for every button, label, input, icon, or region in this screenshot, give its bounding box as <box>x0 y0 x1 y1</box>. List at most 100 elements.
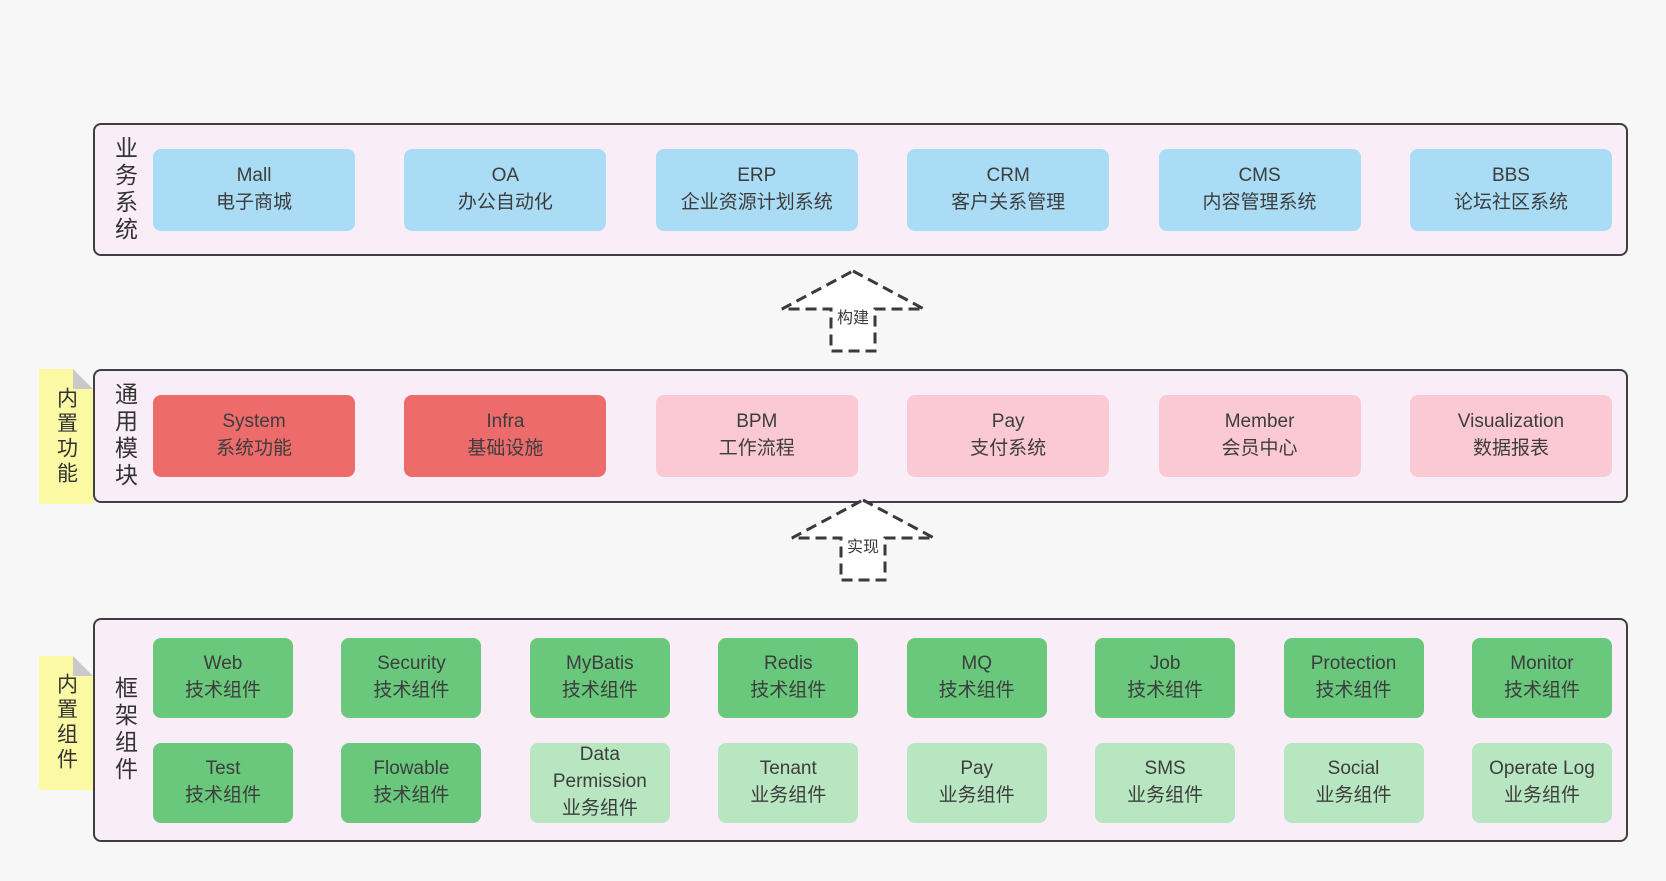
box-mq: MQ 技术组件 <box>906 637 1047 718</box>
arrow-build-label: 构建 <box>833 304 873 328</box>
box-sub: 基础设施 <box>467 438 544 459</box>
box-name: Flowable <box>373 757 450 779</box>
box-bbs: BBS 论坛社区系统 <box>1409 148 1612 231</box>
box-name: Job <box>1149 652 1181 674</box>
box-sub: 电子商城 <box>215 191 292 213</box>
business-systems-panel: 业务系统 Mall 电子商城 OA 办公自动化 ERP 企业资源计划系统 CRM… <box>93 123 1628 256</box>
box-oa: OA 办公自动化 <box>404 148 607 231</box>
box-erp: ERP 企业资源计划系统 <box>655 148 858 231</box>
component-row-1: Web 技术组件 Security 技术组件 MyBatis 技术组件 Redi… <box>153 637 1612 718</box>
box-sub: 会员中心 <box>1221 438 1298 459</box>
box-name: Security <box>377 652 446 674</box>
box-sub: 业务组件 <box>938 784 1015 806</box>
box-flowable: Flowable 技术组件 <box>341 742 482 823</box>
panel-label-business: 业务系统 <box>111 135 138 244</box>
box-sub: 技术组件 <box>561 679 638 701</box>
box-name: Member <box>1224 411 1295 433</box>
box-name: Test <box>205 757 241 779</box>
box-social: Social 业务组件 <box>1283 742 1424 823</box>
box-name: Operate Log <box>1489 757 1595 779</box>
box-sub: 业务组件 <box>1315 784 1392 806</box>
box-protection: Protection 技术组件 <box>1283 637 1424 718</box>
sticky-note-builtin-features: 内置功能 <box>39 369 93 504</box>
box-name: Mall <box>236 164 272 186</box>
box-sub: 论坛社区系统 <box>1453 191 1568 213</box>
box-sub: 技术组件 <box>184 679 261 701</box>
module-boxes-row: System 系统功能 Infra 基础设施 BPM 工作流程 Pay 支付系统… <box>153 371 1626 501</box>
arrow-implement: 实现 <box>788 497 938 583</box>
box-pay-system: Pay 支付系统 <box>907 395 1110 477</box>
box-name: Social <box>1327 757 1380 779</box>
box-member: Member 会员中心 <box>1158 395 1361 477</box>
box-tenant: Tenant 业务组件 <box>718 742 859 823</box>
box-sms: SMS 业务组件 <box>1095 742 1236 823</box>
box-sub: 支付系统 <box>970 438 1047 459</box>
box-sub: 业务组件 <box>1127 784 1204 806</box>
box-cms: CMS 内容管理系统 <box>1158 148 1361 231</box>
box-name: Infra <box>486 411 525 433</box>
common-modules-panel: 通用模块 System 系统功能 Infra 基础设施 BPM 工作流程 Pay… <box>93 369 1628 503</box>
box-data-permission: Data Permission 业务组件 <box>529 742 670 823</box>
panel-label-components: 框架组件 <box>111 676 138 784</box>
box-operate-log: Operate Log 业务组件 <box>1471 742 1612 823</box>
box-sub: 技术组件 <box>750 679 827 701</box>
box-name: MyBatis <box>566 652 634 674</box>
box-name: BBS <box>1491 164 1530 186</box>
box-sub: 客户关系管理 <box>951 191 1066 213</box>
box-sub: 技术组件 <box>938 679 1015 701</box>
box-system: System 系统功能 <box>153 395 355 477</box>
box-name: CRM <box>986 164 1030 186</box>
box-name: Protection <box>1310 652 1397 674</box>
box-sub: 数据报表 <box>1472 438 1549 459</box>
box-sub: 技术组件 <box>184 784 261 806</box>
box-sub: 技术组件 <box>373 679 450 701</box>
box-sub: 业务组件 <box>561 797 638 819</box>
box-job: Job 技术组件 <box>1095 637 1236 718</box>
box-name: SMS <box>1144 757 1186 779</box>
box-name: System <box>222 411 286 433</box>
box-test: Test 技术组件 <box>153 742 293 823</box>
component-boxes-grid: Web 技术组件 Security 技术组件 MyBatis 技术组件 Redi… <box>153 620 1626 840</box>
box-mall: Mall 电子商城 <box>153 148 355 231</box>
box-name: ERP <box>737 164 777 186</box>
box-name: Pay <box>991 411 1025 433</box>
box-sub: 内容管理系统 <box>1202 191 1317 213</box>
box-name: Tenant <box>759 757 817 779</box>
box-mybatis: MyBatis 技术组件 <box>529 637 670 718</box>
box-name: Pay <box>960 757 994 779</box>
box-name: MQ <box>961 652 992 674</box>
box-sub: 工作流程 <box>718 438 795 459</box>
box-monitor: Monitor 技术组件 <box>1471 637 1612 718</box>
box-pay-component: Pay 业务组件 <box>906 742 1047 823</box>
box-name: Data Permission <box>552 744 647 793</box>
box-name: OA <box>491 164 520 186</box>
box-sub: 系统功能 <box>215 438 292 459</box>
panel-label-modules: 通用模块 <box>111 382 138 490</box>
box-crm: CRM 客户关系管理 <box>907 148 1110 231</box>
box-sub: 业务组件 <box>750 784 827 806</box>
box-name: CMS <box>1238 164 1281 186</box>
box-name: Visualization <box>1457 411 1565 433</box>
framework-components-panel: 框架组件 Web 技术组件 Security 技术组件 MyBatis 技术组件… <box>93 618 1628 842</box>
box-security: Security 技术组件 <box>341 637 482 718</box>
box-name: BPM <box>736 411 778 433</box>
box-bpm: BPM 工作流程 <box>655 395 858 477</box>
box-web: Web 技术组件 <box>153 637 293 718</box>
box-sub: 企业资源计划系统 <box>680 191 833 213</box>
arrow-build: 构建 <box>778 268 928 354</box>
arrow-implement-label: 实现 <box>843 533 883 557</box>
box-sub: 技术组件 <box>1315 679 1392 701</box>
box-sub: 技术组件 <box>1127 679 1204 701</box>
component-row-2: Test 技术组件 Flowable 技术组件 Data Permission … <box>153 742 1612 823</box>
business-boxes-row: Mall 电子商城 OA 办公自动化 ERP 企业资源计划系统 CRM 客户关系… <box>153 125 1626 254</box>
box-sub: 技术组件 <box>1503 679 1580 701</box>
box-name: Web <box>203 652 243 674</box>
box-visualization: Visualization 数据报表 <box>1409 395 1612 477</box>
box-sub: 业务组件 <box>1503 784 1580 806</box>
box-name: Redis <box>763 652 813 674</box>
sticky-note-builtin-components: 内置组件 <box>39 656 93 790</box>
box-sub: 技术组件 <box>373 784 450 806</box>
box-infra: Infra 基础设施 <box>404 395 607 477</box>
box-redis: Redis 技术组件 <box>718 637 859 718</box>
